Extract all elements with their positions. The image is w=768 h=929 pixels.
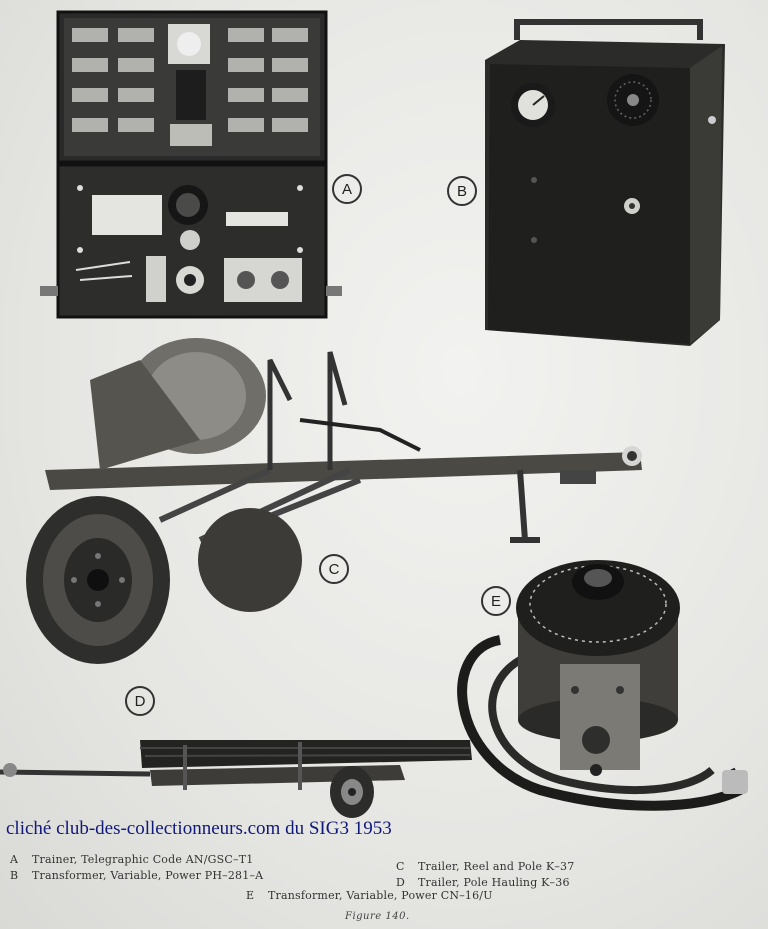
pole-trailer-photo: [0, 740, 472, 818]
caption-letter: B: [10, 869, 19, 882]
figure-label: Figure 140.: [345, 911, 410, 922]
callout-b: B: [447, 176, 477, 206]
variable-transformer-photo: [457, 560, 748, 811]
caption-text: Trainer, Telegraphic Code AN/GSC–T1: [32, 853, 254, 866]
caption-text: Trailer, Reel and Pole K–37: [418, 860, 575, 873]
reel-trailer-photo: [26, 338, 642, 664]
caption-letter: E: [246, 889, 255, 902]
caption-e: E Transformer, Variable, Power CN–16/U: [246, 889, 493, 902]
caption-letter: C: [396, 860, 405, 873]
caption-b: B Transformer, Variable, Power PH–281–A: [10, 869, 263, 882]
caption-a: A Trainer, Telegraphic Code AN/GSC–T1: [10, 853, 253, 866]
callout-e: E: [481, 586, 511, 616]
caption-text: Transformer, Variable, Power CN–16/U: [268, 889, 493, 902]
code-trainer-photo: [40, 10, 342, 319]
caption-letter: D: [396, 876, 406, 889]
callout-c: C: [319, 554, 349, 584]
caption-text: Trailer, Pole Hauling K–36: [418, 876, 570, 889]
caption-d: D Trailer, Pole Hauling K–36: [396, 876, 570, 889]
photo-credit: cliché club-des-collectionneurs.com du S…: [6, 818, 392, 839]
caption-text: Transformer, Variable, Power PH–281–A: [32, 869, 264, 882]
callout-a: A: [332, 174, 362, 204]
caption-letter: A: [10, 853, 19, 866]
caption-c: C Trailer, Reel and Pole K–37: [396, 860, 574, 873]
callout-d: D: [125, 686, 155, 716]
transformer-box-photo: [485, 19, 725, 346]
equipment-photographs: [0, 10, 748, 818]
